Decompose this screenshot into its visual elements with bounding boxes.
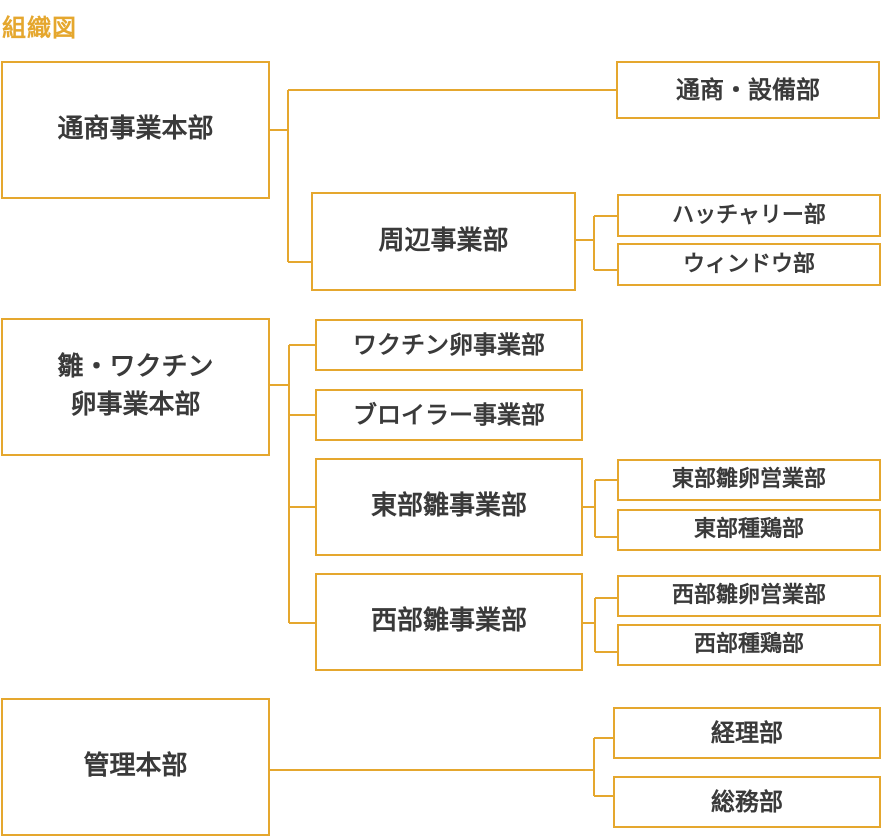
section-box: ウィンドウ部 xyxy=(617,243,881,286)
department-label: 通商・設備部 xyxy=(676,75,820,104)
department-box: ワクチン卵事業部 xyxy=(315,319,583,371)
division-box: 管理本部 xyxy=(1,698,270,836)
section-label: 西部種鶏部 xyxy=(693,632,804,658)
department-box: 通商・設備部 xyxy=(616,61,880,119)
section-label: 東部種鶏部 xyxy=(693,517,804,543)
section-label: 西部雛卵営業部 xyxy=(671,583,826,609)
department-label: 経理部 xyxy=(711,718,783,747)
connector xyxy=(582,479,618,538)
section-label: 東部雛卵営業部 xyxy=(671,467,826,493)
division-label: 管理本部 xyxy=(83,751,188,782)
department-label: ワクチン卵事業部 xyxy=(353,330,545,359)
division-label: 通商事業本部 xyxy=(57,114,214,145)
department-label: 西部雛事業部 xyxy=(370,606,527,637)
section-box: ハッチャリー部 xyxy=(617,194,881,237)
section-box: 西部種鶏部 xyxy=(617,624,881,666)
division-box: 通商事業本部 xyxy=(1,61,270,199)
department-box: 総務部 xyxy=(613,776,881,828)
connector xyxy=(269,89,616,263)
section-label: ハッチャリー部 xyxy=(672,202,826,228)
department-box: 東部雛事業部 xyxy=(315,458,583,556)
department-label: 東部雛事業部 xyxy=(370,491,527,522)
department-label: 周辺事業部 xyxy=(378,225,509,256)
page-title: 組織図 xyxy=(2,14,77,42)
division-label: 雛・ワクチン 卵事業本部 xyxy=(57,352,214,420)
department-label: ブロイラー事業部 xyxy=(353,400,545,429)
section-label: ウィンドウ部 xyxy=(682,251,815,277)
department-box: 周辺事業部 xyxy=(311,192,576,291)
section-box: 東部種鶏部 xyxy=(617,509,881,551)
department-box: 経理部 xyxy=(613,707,881,759)
connector xyxy=(582,597,618,653)
connector xyxy=(269,737,614,797)
section-box: 東部雛卵営業部 xyxy=(617,459,881,501)
division-box: 雛・ワクチン 卵事業本部 xyxy=(1,318,270,456)
department-box: ブロイラー事業部 xyxy=(315,389,583,441)
section-box: 西部雛卵営業部 xyxy=(617,575,881,617)
connector xyxy=(575,215,618,271)
connector xyxy=(269,344,316,624)
department-label: 総務部 xyxy=(711,787,783,816)
department-box: 西部雛事業部 xyxy=(315,573,583,671)
